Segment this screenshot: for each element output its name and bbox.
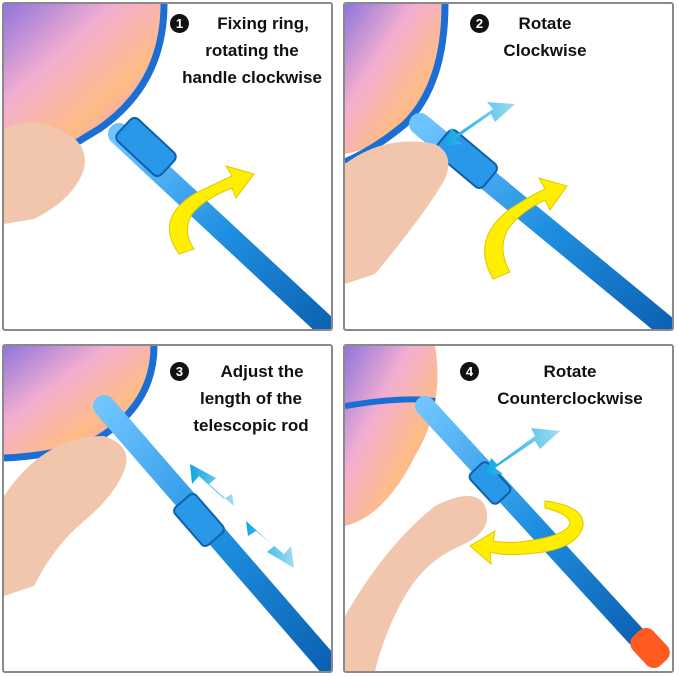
step-1-panel: 1 Fixing ring, rotating the handle clock… [2,2,333,331]
rotate-clockwise-arrow-icon [169,165,255,255]
step-4-illustration [345,346,670,671]
handle-rod [415,396,655,656]
step-4-caption: Rotate Counterclockwise [475,358,665,412]
fixing-ring [468,461,512,505]
hand [4,122,85,224]
rotate-counterclockwise-arrow-icon [469,500,584,566]
grip-end [630,627,670,669]
step-3-caption-line: length of the [200,389,302,408]
hand [345,141,449,284]
step-3-caption-line: telescopic rod [193,416,309,435]
step-1-number-badge: 1 [170,14,189,33]
step-3-number-badge: 3 [170,362,189,381]
step-2-caption-line: Clockwise [503,41,587,60]
step-3-illustration [4,346,331,671]
step-2-illustration [345,4,672,329]
handle-rod [93,395,331,671]
step-4-number-badge: 4 [460,362,479,381]
step-4-caption-line: Counterclockwise [497,389,643,408]
step-2-number-badge: 2 [470,14,489,33]
step-3-caption-line: Adjust the [220,362,304,381]
step-1-illustration [4,4,331,329]
step-2-panel: 2 Rotate Clockwise [343,2,674,331]
extend-down-arrow-icon [246,521,294,568]
net-mesh [345,4,445,154]
push-arrow-icon [485,428,560,476]
step-1-caption-line: Fixing ring, [217,14,309,33]
extend-up-arrow-icon [190,464,234,506]
push-arrow-icon [445,102,515,146]
net-mesh [4,4,164,147]
hand [345,496,488,671]
step-2-caption-line: Rotate [518,14,572,33]
rotate-clockwise-arrow-icon [484,177,568,280]
step-2-caption: Rotate Clockwise [480,10,610,64]
step-1-caption-line: rotating the [205,41,299,60]
step-1-caption-line: handle clockwise [182,68,322,87]
hand [4,436,127,596]
step-3-panel: 3 Adjust the length of the telescopic ro… [2,344,333,673]
step-4-panel: 4 Rotate Counterclockwise [343,344,674,673]
net-mesh [345,346,438,526]
step-4-caption-line: Rotate [543,362,597,381]
step-1-caption: Fixing ring, rotating the handle clockwi… [172,10,331,91]
net-mesh [4,346,154,456]
extension-collar [173,493,225,547]
fixing-ring [115,117,177,177]
step-3-caption: Adjust the length of the telescopic rod [176,358,326,439]
